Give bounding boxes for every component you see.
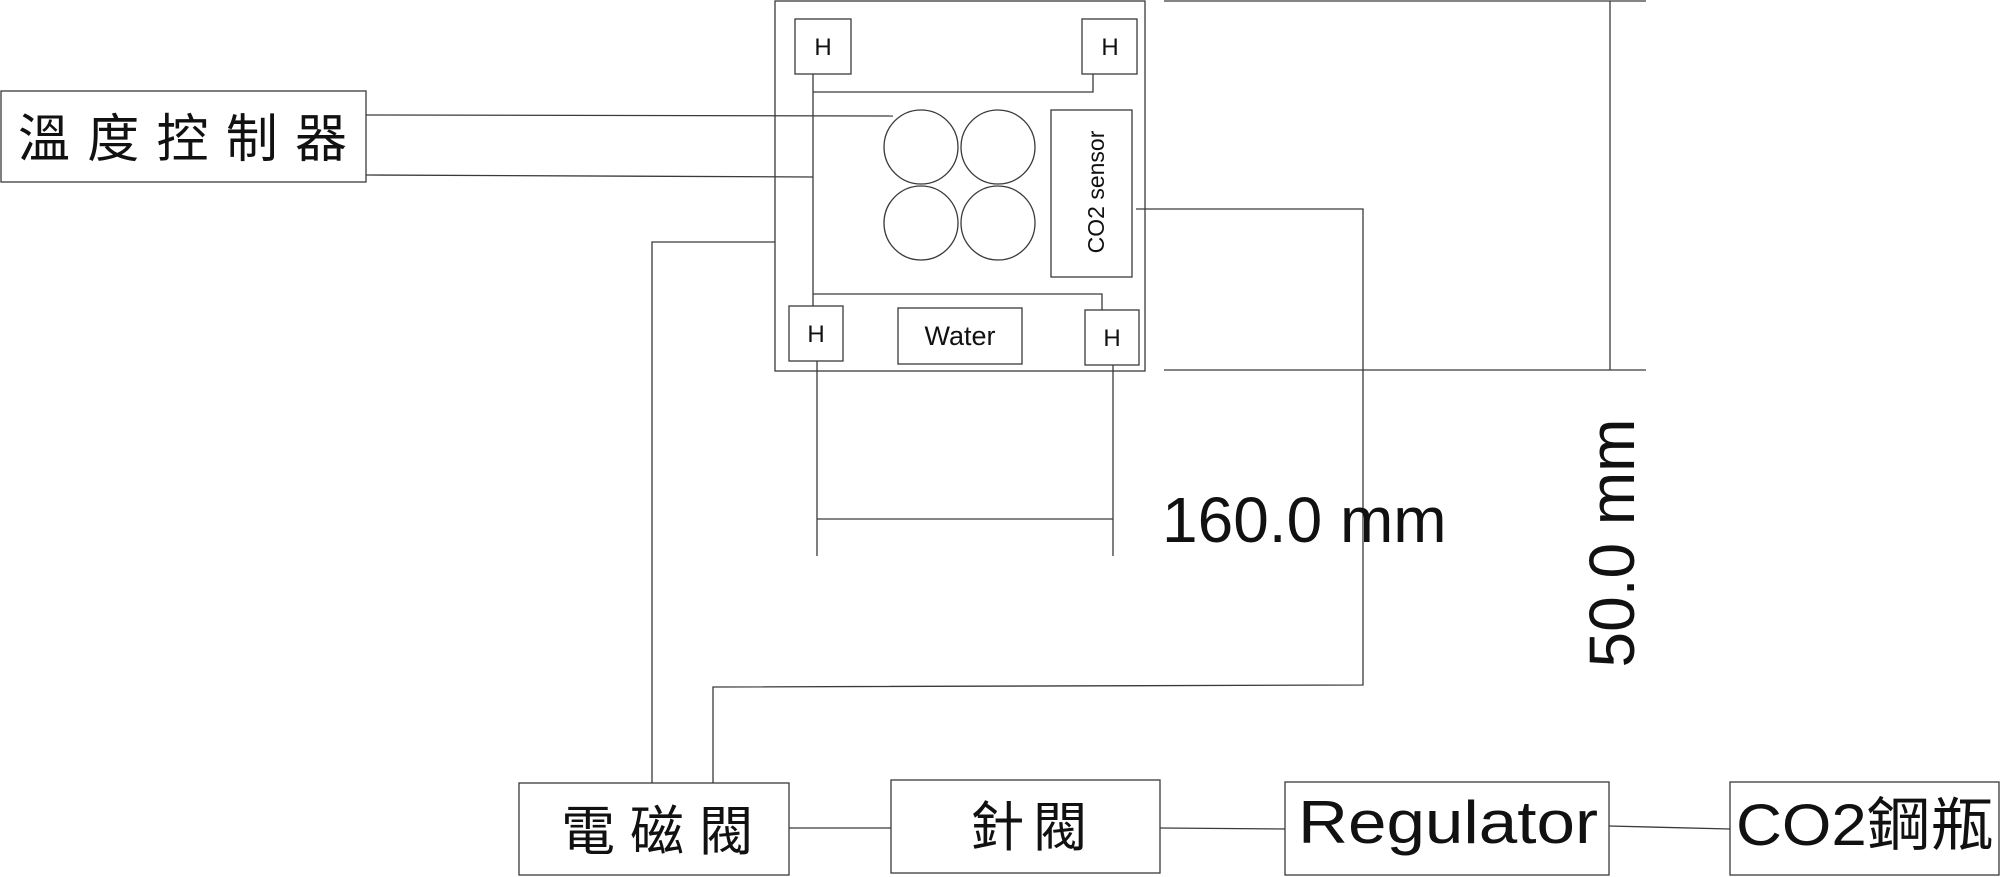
- well-top-right: [960, 109, 1036, 185]
- regulator-label: Regulator: [1298, 789, 1598, 856]
- regulator-box: [1284, 781, 1610, 876]
- co2-cylinder-label: CO2鋼瓶: [1736, 793, 1994, 858]
- pipe-needle-to-regulator: [1159, 827, 1286, 830]
- temperature-controller-box: [0, 90, 367, 183]
- marker-top-right: H: [1081, 18, 1138, 75]
- pipe-regulator-to-cylinder: [1608, 825, 1731, 830]
- co2-sensor-label: CO2 sensor: [1083, 130, 1109, 253]
- marker-label: H: [1101, 34, 1118, 61]
- well-bottom-left: [883, 185, 959, 261]
- marker-label: H: [807, 321, 824, 348]
- marker-bottom-left: H: [788, 305, 844, 362]
- co2-cylinder-box: [1729, 781, 2000, 876]
- well-bottom-right: [960, 185, 1036, 261]
- needle-valve-box: [890, 779, 1161, 874]
- height-dimension-label: 50.0 mm: [1576, 419, 1648, 668]
- gas-line-chamber-to-solenoid: [651, 241, 775, 783]
- marker-label: H: [1103, 325, 1120, 352]
- solenoid-valve-box: [518, 782, 790, 876]
- marker-top-left: H: [794, 18, 852, 75]
- marker-bottom-right: H: [1084, 309, 1140, 366]
- controller-wire-lower: [365, 174, 814, 178]
- controller-wire-upper: [365, 114, 894, 117]
- water-box: [897, 307, 1023, 365]
- solenoid-valve-label: 電磁閥: [561, 800, 753, 863]
- chamber-wire-top-horizontal: [813, 74, 1094, 93]
- water-label: Water: [924, 321, 995, 351]
- width-dimension-label: 160.0 mm: [1162, 484, 1447, 556]
- marker-label: H: [814, 34, 831, 61]
- temperature-controller-label: 溫度控制器: [18, 110, 347, 170]
- chamber-wire-bottom-horizontal: [813, 293, 1103, 310]
- well-top-left: [883, 109, 959, 185]
- sensor-signal-line: [712, 208, 1364, 783]
- co2-sensor-box: [1050, 109, 1133, 278]
